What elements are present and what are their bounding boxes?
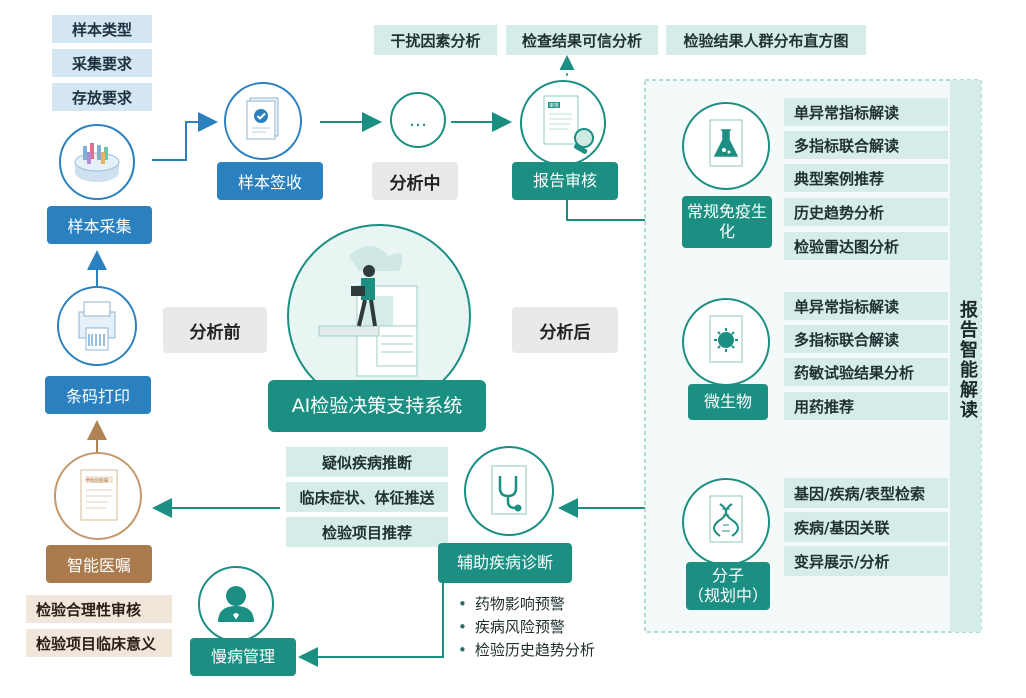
routine-button[interactable]: 常规免疫生化 — [682, 196, 772, 248]
analyzing-label: 分析中 — [372, 162, 458, 200]
medical-order-icon: 检验医嘱 + — [80, 469, 118, 521]
aux-diag-bullets: 药物影响预警 疾病风险预警 检验历史趋势分析 — [458, 593, 595, 662]
top-analysis-2: 检查结果可信分析 — [506, 25, 658, 55]
routine-circle — [682, 102, 770, 190]
arrow-diag-to-chronic — [298, 580, 444, 667]
order-doc-title: 检验医嘱 — [90, 477, 108, 484]
molecular-label: 分子 （规划中） — [687, 566, 768, 605]
bullet-item: 检验历史趋势分析 — [458, 639, 595, 662]
sample-type-label: 样本类型 — [52, 15, 152, 43]
aux-diag-left-3: 检验项目推荐 — [286, 517, 448, 547]
routine-item-1: 单异常指标解读 — [784, 98, 948, 126]
doctor-computer-icon — [318, 246, 418, 377]
report-tag-text: 审核 — [549, 102, 559, 109]
report-magnifier-icon: 审核 — [543, 95, 594, 154]
signed-document-icon — [246, 97, 279, 140]
routine-item-3: 典型案例推荐 — [784, 164, 948, 192]
aux-diag-button[interactable]: 辅助疾病诊断 — [438, 543, 572, 583]
molecular-button[interactable]: 分子 （规划中） — [686, 562, 770, 610]
person-heart-icon — [218, 586, 254, 622]
top-analysis-1: 干扰因素分析 — [374, 25, 497, 55]
flask-book-icon — [709, 119, 743, 167]
smart-advice-circle: 检验医嘱 + — [54, 452, 142, 540]
aux-diag-left-2: 临床症状、体征推送 — [286, 482, 448, 512]
routine-item-5: 检验雷达图分析 — [784, 232, 948, 260]
arrow-review-to-routine — [566, 200, 672, 230]
pre-analysis-label: 分析前 — [163, 307, 267, 353]
microbe-book-icon — [709, 315, 743, 363]
sample-receive-button[interactable]: 样本签收 — [217, 162, 323, 200]
aux-diag-circle — [464, 446, 554, 536]
bullet-item: 疾病风险预警 — [458, 616, 595, 639]
bullet-item: 药物影响预警 — [458, 593, 595, 616]
ai-system-button[interactable]: AI检验决策支持系统 — [268, 380, 486, 432]
smart-advice-button[interactable]: 智能医嘱 — [46, 545, 152, 583]
red-cross-mark: + — [85, 476, 91, 484]
chronic-mgmt-button[interactable]: 慢病管理 — [190, 638, 296, 676]
molecular-item-1: 基因/疾病/表型检索 — [784, 478, 948, 508]
stethoscope-book-icon — [491, 465, 527, 515]
test-tube-rack-icon — [74, 143, 120, 182]
microbe-item-3: 药敏试验结果分析 — [784, 358, 948, 386]
chronic-mgmt-circle — [198, 566, 274, 642]
molecular-item-3: 变异展示/分析 — [784, 546, 948, 576]
arrow-collect-to-receive — [152, 112, 218, 161]
routine-item-4: 历史趋势分析 — [784, 198, 948, 226]
collect-requirement-label: 采集要求 — [52, 49, 152, 77]
barcode-print-circle — [57, 286, 137, 366]
advice-item-1: 检验合理性审核 — [26, 595, 172, 623]
ai-system-circle — [287, 224, 471, 408]
microbe-circle — [682, 298, 770, 386]
aux-diag-left-1: 疑似疾病推断 — [286, 447, 448, 477]
report-panel-side — [950, 80, 981, 632]
molecular-circle — [682, 478, 770, 566]
storage-requirement-label: 存放要求 — [52, 83, 152, 111]
sample-collect-circle — [59, 124, 135, 200]
report-review-button[interactable]: 报告审核 — [512, 162, 618, 200]
ellipsis-icon: … — [409, 109, 427, 131]
report-review-circle: 审核 — [520, 80, 606, 166]
sample-collect-button[interactable]: 样本采集 — [47, 206, 152, 244]
report-panel-side-label: 报告智能解读 — [957, 300, 978, 420]
barcode-print-button[interactable]: 条码打印 — [45, 376, 151, 414]
post-analysis-label: 分析后 — [512, 307, 618, 353]
routine-item-2: 多指标联合解读 — [784, 131, 948, 159]
microbe-item-2: 多指标联合解读 — [784, 325, 948, 353]
sample-receive-circle — [224, 82, 302, 160]
dna-book-icon — [709, 495, 743, 543]
molecular-item-2: 疾病/基因关联 — [784, 512, 948, 542]
microbe-button[interactable]: 微生物 — [688, 384, 768, 420]
printer-icon — [78, 301, 116, 351]
top-analysis-3: 检验结果人群分布直方图 — [666, 25, 866, 55]
microbe-item-4: 用药推荐 — [784, 392, 948, 420]
advice-item-2: 检验项目临床意义 — [26, 629, 172, 657]
analyzing-circle: … — [390, 92, 446, 148]
microbe-item-1: 单异常指标解读 — [784, 292, 948, 320]
